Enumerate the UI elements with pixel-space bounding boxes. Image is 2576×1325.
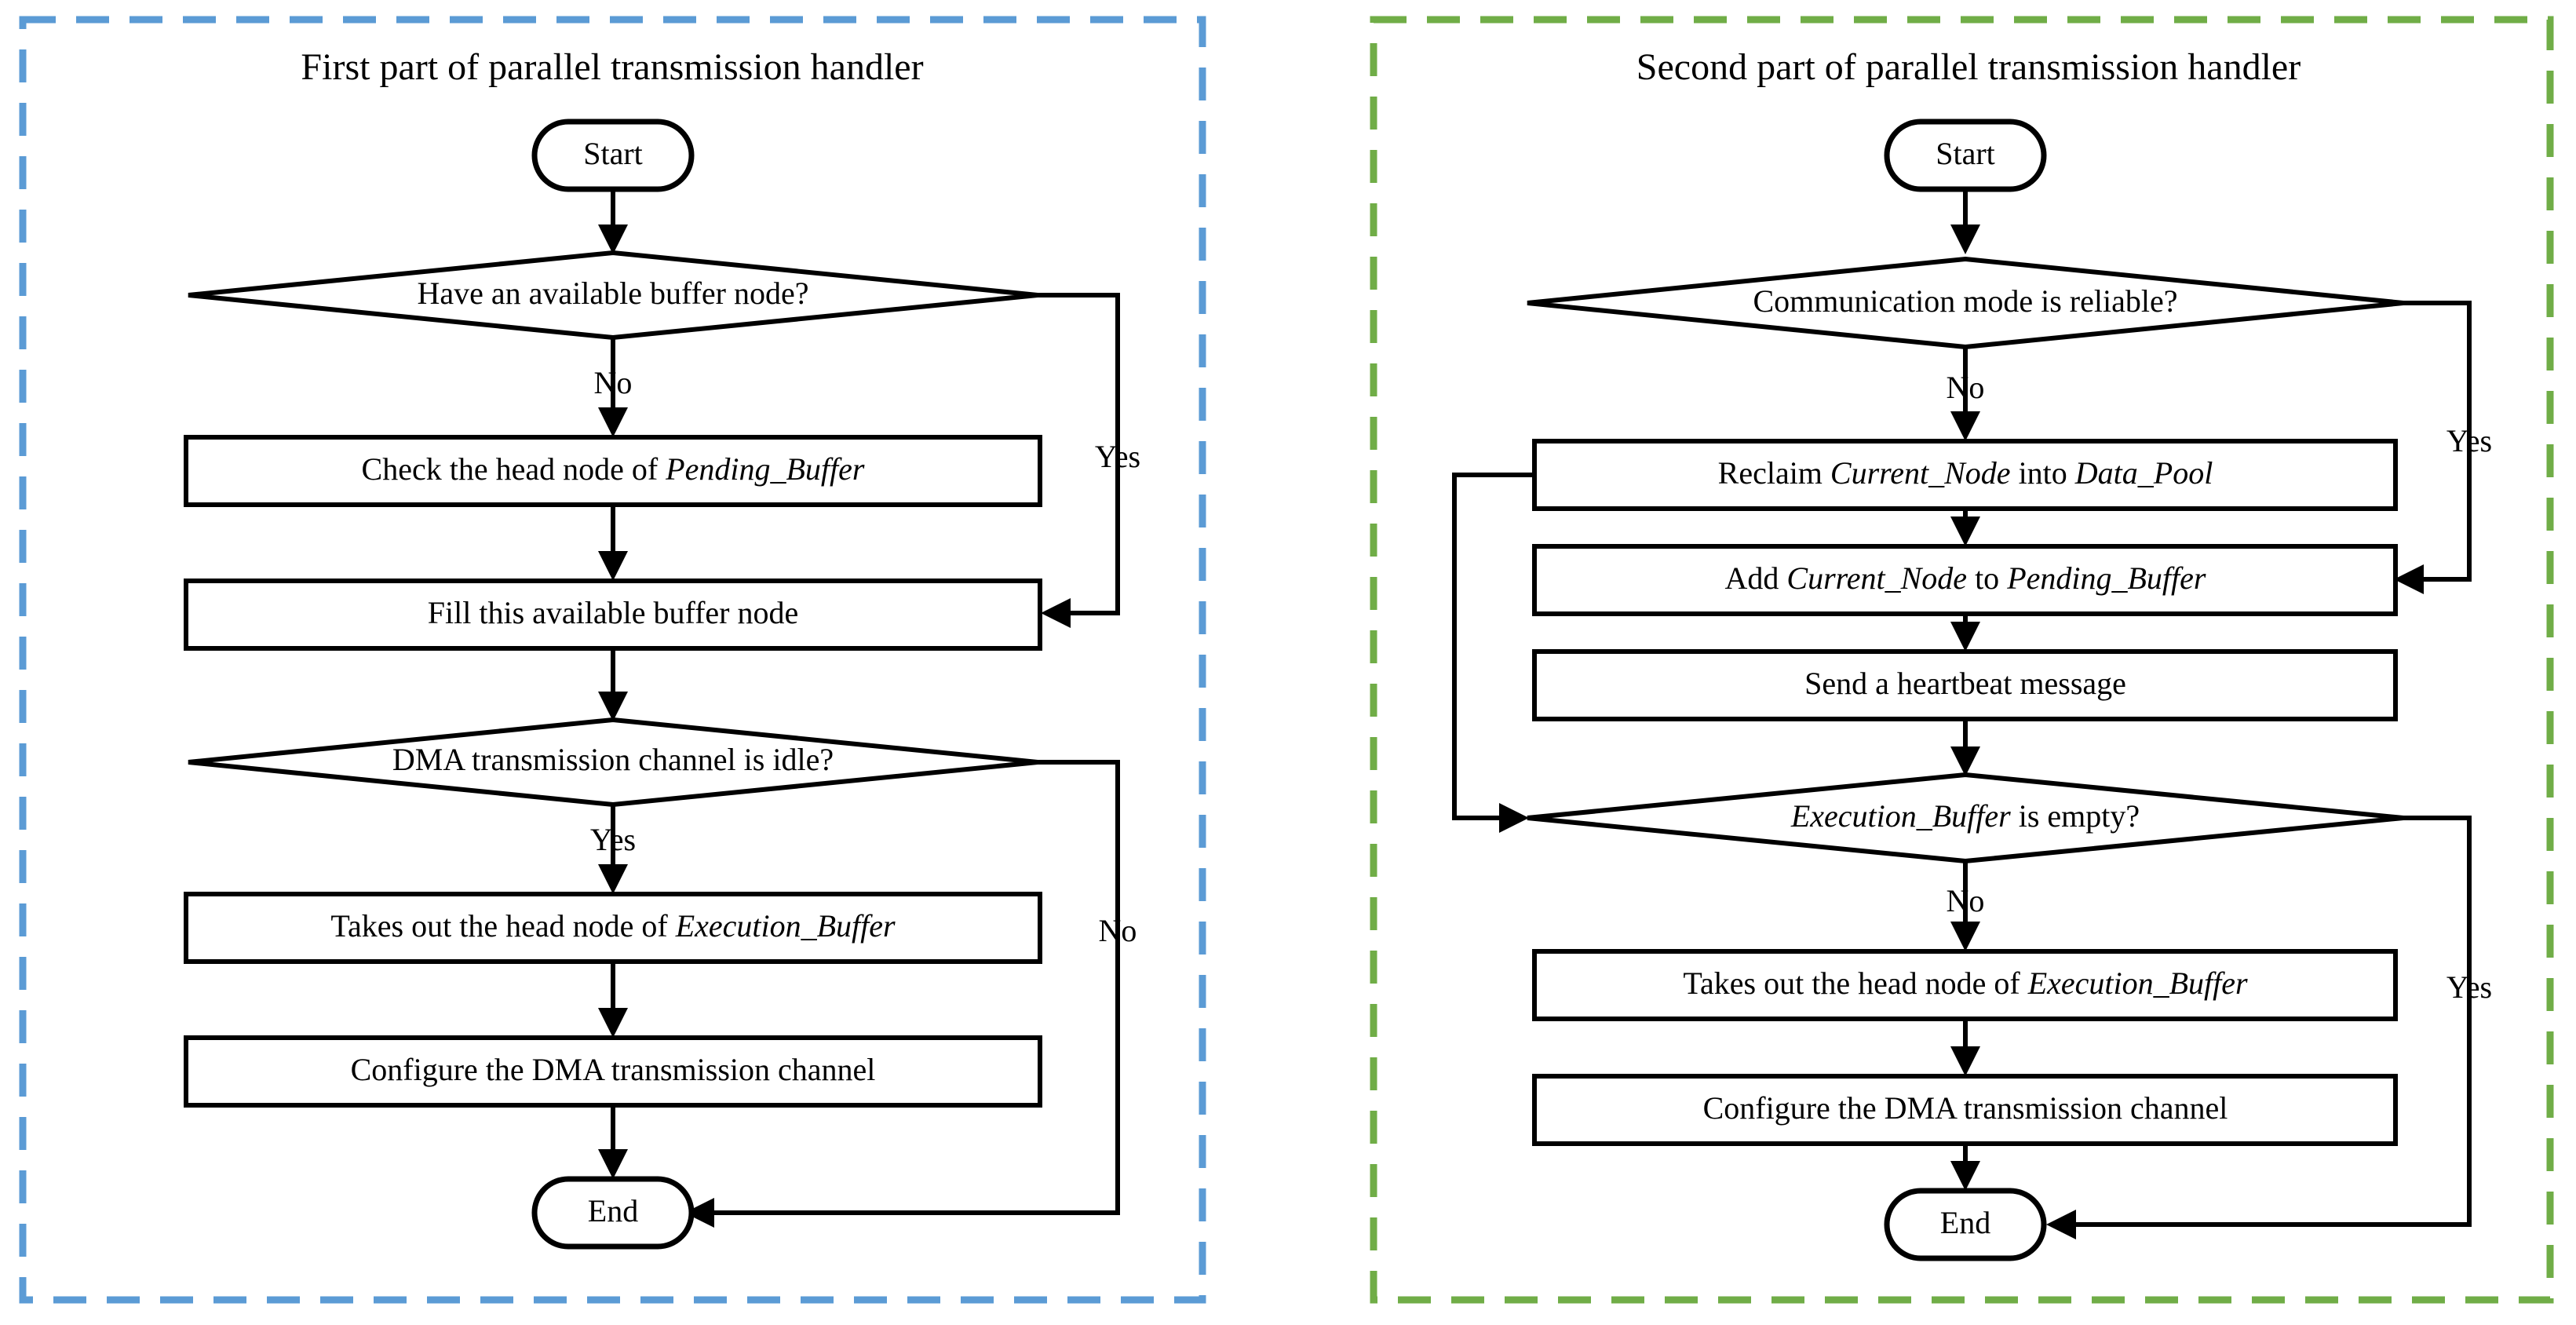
node-decision-comm-reliable-label: Communication mode is reliable? [1753, 283, 2178, 319]
edge-d3-yes [2403, 301, 2472, 582]
arrowhead-q3-to-d4 [1950, 746, 1980, 776]
node-process-takes-out-exec-right-label: Takes out the head node of Execution_Buf… [1683, 965, 2248, 1001]
edge-label-d4-no: No [1947, 883, 1985, 918]
edge-label-d3-yes: Yes [2446, 423, 2492, 458]
text-reclaim-mid: into [2011, 455, 2075, 491]
node-start-left-label: Start [583, 136, 643, 171]
arrowhead-d3-no [1950, 411, 1980, 441]
text-check-head-prefix: Check the head node of [362, 451, 666, 487]
node-end-left-label: End [588, 1193, 638, 1228]
text-current-node-1: Current_Node [1830, 455, 2011, 491]
node-decision-have-buffer-label: Have an available buffer node? [417, 276, 808, 311]
panel-title-first-part: First part of parallel transmission hand… [301, 46, 923, 88]
arrowhead-q5-to-end2 [1950, 1161, 1980, 1191]
arrowhead-d2-yes [598, 864, 628, 894]
node-decision-dma-idle-label: DMA transmission channel is idle? [392, 742, 834, 777]
arrowhead-d4-no [1950, 922, 1980, 951]
arrowhead-loop-reclaim-to-d4 [1499, 803, 1529, 833]
edge-label-d2-yes: Yes [590, 822, 636, 857]
arrowhead-start2-to-d3 [1950, 224, 1980, 254]
arrowhead-p1-to-p2 [598, 551, 628, 581]
edge-d1-yes [1038, 293, 1120, 615]
edge-d2-no [710, 760, 1120, 1215]
node-process-fill-buffer [184, 579, 1042, 651]
node-process-takes-out-exec-right [1532, 949, 2398, 1021]
node-process-fill-buffer-label: Fill this available buffer node [428, 595, 798, 630]
edge-label-d1-yes: Yes [1095, 439, 1140, 474]
arrowhead-q4-to-q5 [1950, 1046, 1980, 1076]
arrowhead-p3-to-p4 [598, 1008, 628, 1038]
text-add-prefix: Add [1725, 560, 1787, 596]
edge-label-d2-no: No [1099, 913, 1137, 948]
edge-label-d3-no: No [1947, 370, 1985, 405]
arrowhead-d1-yes [1041, 598, 1071, 628]
node-end-right-label: End [1940, 1205, 1990, 1240]
node-process-configure-dma-left-label: Configure the DMA transmission channel [351, 1052, 876, 1087]
node-process-takes-out-exec-left-label: Takes out the head node of Execution_Buf… [330, 908, 896, 944]
arrowhead-d4-yes [2046, 1210, 2076, 1239]
text-reclaim-prefix: Reclaim [1718, 455, 1830, 491]
arrowhead-q1-to-q2 [1950, 516, 1980, 546]
text-add-mid: to [1967, 560, 2007, 596]
text-data-pool: Data_Pool [2074, 455, 2213, 491]
node-end-left [531, 1176, 695, 1250]
panel-title-second-part: Second part of parallel transmission han… [1636, 46, 2301, 88]
text-exec-empty-suffix: is empty? [2011, 798, 2140, 834]
arrowhead-d1-no [598, 407, 628, 437]
panel-border-second-part [1370, 16, 2554, 1304]
node-process-configure-dma-right-label: Configure the DMA transmission channel [1703, 1090, 2228, 1126]
text-execution-buffer-left: Execution_Buffer [675, 908, 896, 944]
node-process-reclaim-current-node-label: Reclaim Current_Node into Data_Pool [1718, 455, 2213, 491]
node-process-check-head-pending [184, 435, 1042, 507]
edge-d4-yes [2072, 816, 2472, 1227]
node-end-right [1884, 1188, 2047, 1261]
edge-loop-reclaim-to-d4 [1452, 473, 1534, 820]
node-process-check-head-pending-label: Check the head node of Pending_Buffer [362, 451, 865, 487]
arrowhead-d3-yes [2394, 564, 2424, 594]
arrowhead-start-to-d1 [598, 224, 628, 254]
text-execution-buffer-3: Execution_Buffer [2027, 965, 2248, 1001]
text-pending-buffer: Pending_Buffer [665, 451, 865, 487]
panel-border-first-part [19, 16, 1206, 1304]
arrowhead-q2-to-q3 [1950, 622, 1980, 652]
arrowhead-p2-to-d2 [598, 692, 628, 721]
text-takes-out-prefix-left: Takes out the head node of [330, 908, 675, 944]
arrowhead-d2-no [684, 1198, 714, 1228]
node-process-send-heartbeat-label: Send a heartbeat message [1804, 666, 2126, 701]
text-current-node-2: Current_Node [1786, 560, 1967, 596]
text-takes-out-prefix-right: Takes out the head node of [1683, 965, 2027, 1001]
node-process-add-current-node-label: Add Current_Node to Pending_Buffer [1725, 560, 2206, 596]
node-decision-exec-buffer-empty-label: Execution_Buffer is empty? [1790, 798, 2140, 834]
node-start-right-label: Start [1936, 136, 1995, 171]
text-execution-buffer-2: Execution_Buffer [1790, 798, 2011, 834]
text-pending-buffer-2: Pending_Buffer [2006, 560, 2206, 596]
edge-label-d1-no: No [594, 365, 633, 400]
arrowhead-p4-to-end [598, 1149, 628, 1179]
edge-label-d4-yes: Yes [2446, 969, 2492, 1005]
node-process-add-current-node [1532, 544, 2398, 616]
